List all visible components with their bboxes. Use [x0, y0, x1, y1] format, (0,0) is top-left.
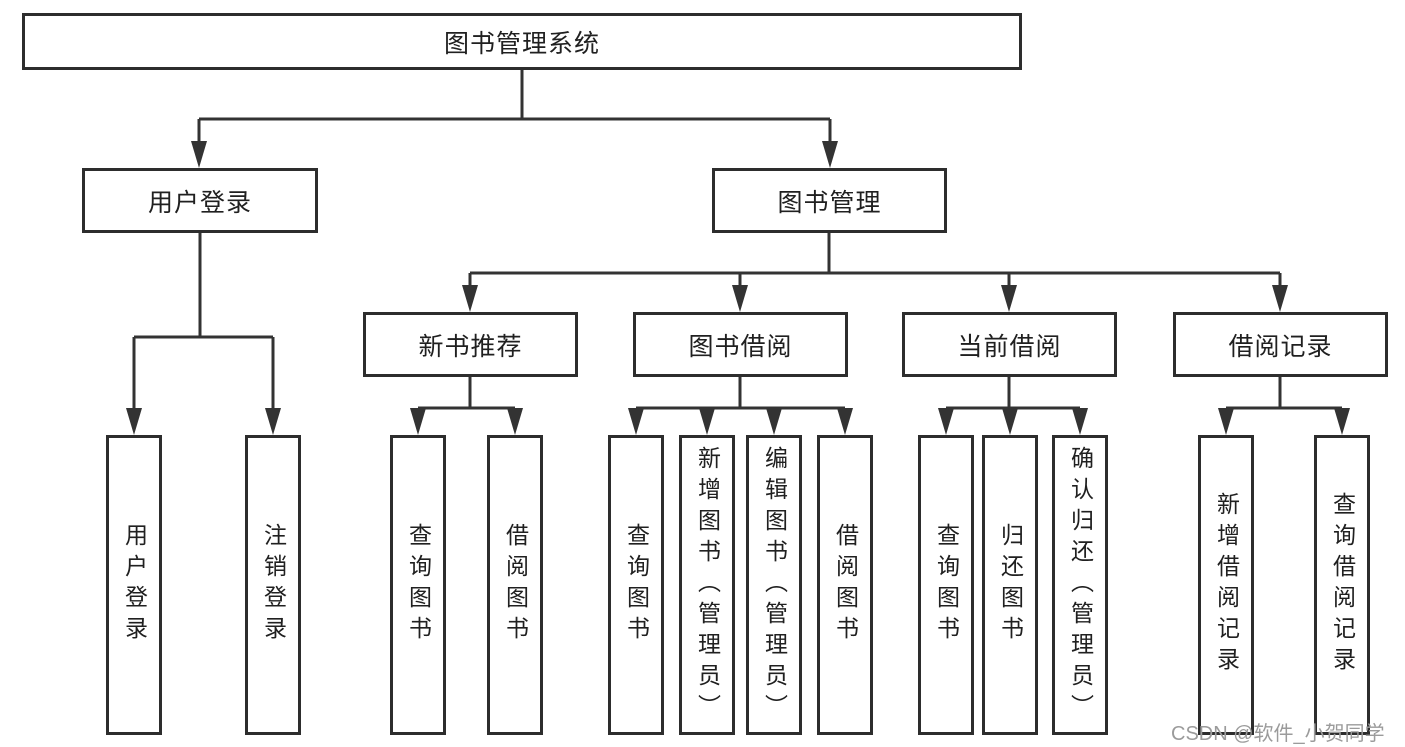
leaf-bb-borrow-book: 借阅图书 — [817, 435, 873, 735]
node-borrow-records: 借阅记录 — [1173, 312, 1388, 377]
node-new-book-recommend: 新书推荐 — [363, 312, 578, 377]
node-library-management-system: 图书管理系统 — [22, 13, 1022, 70]
leaf-nb-borrow-book: 借阅图书 — [487, 435, 543, 735]
node-label: 图书管理系统 — [443, 29, 600, 58]
node-current-borrow: 当前借阅 — [902, 312, 1117, 377]
node-book-management: 图书管理 — [712, 168, 947, 233]
leaf-cb-confirm-return: 确认归还（管理员） — [1052, 435, 1108, 735]
leaf-cb-return-book: 归还图书 — [982, 435, 1038, 735]
leaf-bb-edit-book-admin: 编辑图书（管理员） — [746, 435, 802, 735]
leaf-bb-add-book-admin: 新增图书（管理员） — [679, 435, 735, 735]
leaf-br-query-borrow-record: 查询借阅记录 — [1314, 435, 1370, 735]
leaf-user-login: 用户登录 — [106, 435, 162, 735]
node-label: 图书借阅 — [688, 332, 793, 361]
csdn-watermark: CSDN @软件_小贺同学 — [1171, 723, 1385, 745]
leaf-nb-query-book: 查询图书 — [390, 435, 446, 735]
node-label: 图书管理 — [777, 188, 882, 217]
leaf-logout-login: 注销登录 — [245, 435, 301, 735]
leaf-br-add-borrow-record: 新增借阅记录 — [1198, 435, 1254, 735]
node-label: 当前借阅 — [957, 332, 1062, 361]
leaf-cb-query-book: 查询图书 — [918, 435, 974, 735]
arrowheads — [126, 141, 1350, 435]
node-label: 用户登录 — [147, 188, 252, 217]
node-user-login: 用户登录 — [82, 168, 318, 233]
node-book-borrow: 图书借阅 — [633, 312, 848, 377]
node-label: 借阅记录 — [1228, 332, 1333, 361]
leaf-bb-query-book: 查询图书 — [608, 435, 664, 735]
node-label: 新书推荐 — [418, 332, 523, 361]
